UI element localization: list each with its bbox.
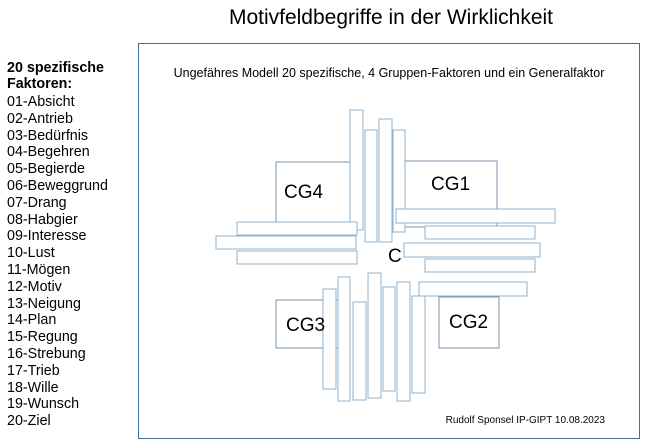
page-title: Motivfeldbegriffe in der Wirklichkeit [228,6,554,29]
factor-item: 09-Interesse [7,228,87,245]
vertical-bar-top-2 [364,129,378,243]
horizontal-bar-left-2 [215,235,357,250]
factor-item: 16-Strebung [7,345,86,362]
vertical-bar-top-1 [349,109,364,231]
factor-item: 04-Begehren [7,144,90,161]
factor-item: 17-Trieb [7,362,60,379]
factor-list-heading: 20 spezifische Faktoren: [7,60,135,92]
horizontal-bar-right-2 [424,225,536,240]
horizontal-bar-left-1 [236,221,358,236]
factor-item: 15-Regung [7,329,78,346]
factor-item: 06-Beweggrund [7,177,108,194]
factor-item: 05-Begierde [7,161,85,178]
factor-item: 13-Neigung [7,295,81,312]
label-cg2: CG2 [449,312,488,333]
factor-item: 03-Bedürfnis [7,127,89,144]
vertical-bar-bottom-1 [322,288,337,390]
vertical-bar-top-4 [392,129,406,233]
factor-item: 02-Antrieb [7,110,73,127]
label-cg4: CG4 [284,182,324,203]
label-cg3: CG3 [286,315,325,336]
horizontal-bar-left-3 [236,250,358,265]
factor-model-diagram: CG4 CG1 C CG3 CG2 [215,109,556,402]
author-credit: Rudolf Sponsel IP-GIPT 10.08.2023 [445,415,605,426]
vertical-bar-bottom-3 [352,301,367,401]
factor-item: 08-Habgier [7,211,78,228]
horizontal-bar-right-1 [395,208,556,224]
vertical-bar-bottom-7 [411,295,426,394]
vertical-bar-bottom-4 [367,272,382,399]
model-diagram-panel: Ungefähres Modell 20 spezifische, 4 Grup… [138,43,640,439]
factor-item: 14-Plan [7,312,57,329]
factor-item: 11-Mögen [7,261,71,278]
factor-item: 12-Motiv [7,278,62,295]
factor-item: 10-Lust [7,245,55,262]
diagram-subtitle: Ungefähres Modell 20 spezifische, 4 Grup… [173,66,605,80]
vertical-bar-bottom-6 [396,281,411,402]
horizontal-bar-right-5 [418,281,528,297]
factor-sidebar: 20 spezifische Faktoren: 01-Absicht 02-A… [7,60,135,430]
vertical-bar-top-3 [378,118,393,243]
factor-item: 18-Wille [7,379,59,396]
horizontal-bar-right-4 [424,258,536,273]
horizontal-bar-right-3 [403,242,541,258]
factor-list: 01-Absicht 02-Antrieb 03-Bedürfnis 04-Be… [7,94,135,430]
label-cg1: CG1 [431,174,470,195]
factor-item: 07-Drang [7,194,67,211]
factor-item: 20-Ziel [7,413,51,430]
factor-item: 19-Wunsch [7,396,80,413]
label-general-factor: C [388,246,402,267]
factor-list-heading-line1: 20 spezifische [7,60,104,76]
vertical-bar-bottom-5 [382,286,396,392]
factor-item: 01-Absicht [7,94,75,110]
vertical-bar-bottom-2 [337,276,351,402]
factor-list-heading-line2: Faktoren: [7,76,73,92]
group-box-cg2 [438,296,500,349]
